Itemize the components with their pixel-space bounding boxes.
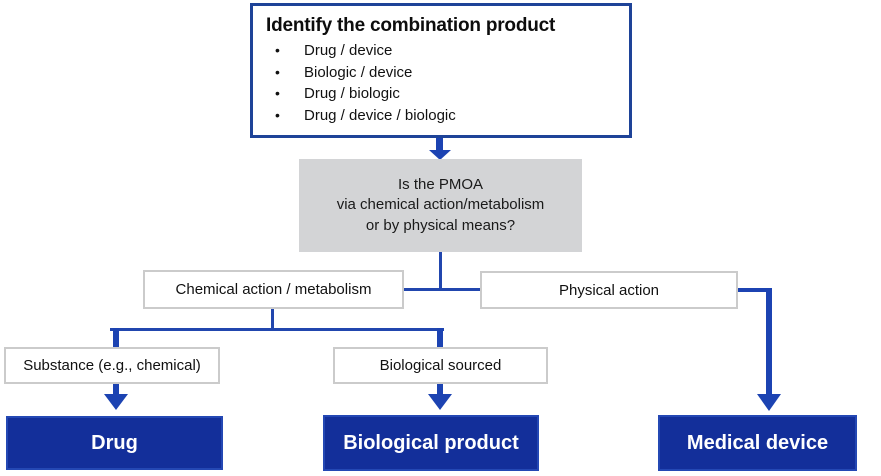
drug-label: Drug [91, 431, 138, 454]
drug-box: Drug [6, 416, 223, 470]
medical-device-label: Medical device [686, 431, 829, 454]
list-item: • Drug / device / biologic [266, 105, 623, 127]
physical-action-box: Physical action [480, 271, 738, 309]
list-item-label: Biologic / device [304, 63, 413, 81]
combination-types-list: • Drug / device • Biologic / device • Dr… [266, 40, 623, 126]
biological-sourced-label: Biological sourced [379, 357, 502, 374]
down-arrow-icon [428, 394, 452, 410]
connector-branch-split [403, 288, 481, 291]
biological-product-label: Biological product [343, 431, 519, 454]
biological-product-box: Biological product [323, 415, 539, 471]
flowchart-title: Identify the combination product [266, 15, 556, 36]
list-item-label: Drug / biologic [304, 85, 400, 102]
bullet-icon: • [275, 85, 280, 101]
bullet-icon: • [275, 63, 280, 80]
chemical-action-label: Chemical action / metabolism [175, 281, 372, 298]
connector-physical-out [738, 288, 772, 292]
connector-top-shaft [436, 137, 443, 151]
physical-action-label: Physical action [558, 281, 660, 299]
list-item: • Drug / biologic [266, 83, 623, 105]
substance-label: Substance (e.g., chemical) [23, 357, 201, 374]
connector-sub-split [110, 328, 444, 331]
down-arrow-icon [104, 394, 128, 410]
biological-sourced-box: Biological sourced [333, 347, 548, 384]
connector-chemical-down [271, 309, 274, 330]
identify-combination-product-box: Identify the combination product • Drug … [250, 3, 632, 138]
bullet-icon: • [275, 42, 280, 58]
pmoa-question-box: Is the PMOA via chemical action/metaboli… [299, 159, 582, 252]
down-arrow-icon [429, 150, 451, 160]
list-item-label: Drug / device [304, 42, 393, 59]
bullet-icon: • [275, 106, 280, 123]
list-item: • Drug / device [266, 40, 623, 62]
connector-question-down [439, 251, 442, 290]
question-line-2: via chemical action/metabolism [336, 196, 545, 214]
question-line-1: Is the PMOA [397, 175, 484, 193]
connector-physical-down [766, 288, 772, 394]
substance-box: Substance (e.g., chemical) [4, 347, 220, 384]
list-item-label: Drug / device / biologic [304, 106, 456, 124]
down-arrow-icon [757, 394, 781, 411]
chemical-action-box: Chemical action / metabolism [143, 270, 404, 309]
question-line-3: or by physical means? [365, 216, 516, 234]
medical-device-box: Medical device [658, 415, 857, 471]
list-item: • Biologic / device [266, 62, 623, 84]
